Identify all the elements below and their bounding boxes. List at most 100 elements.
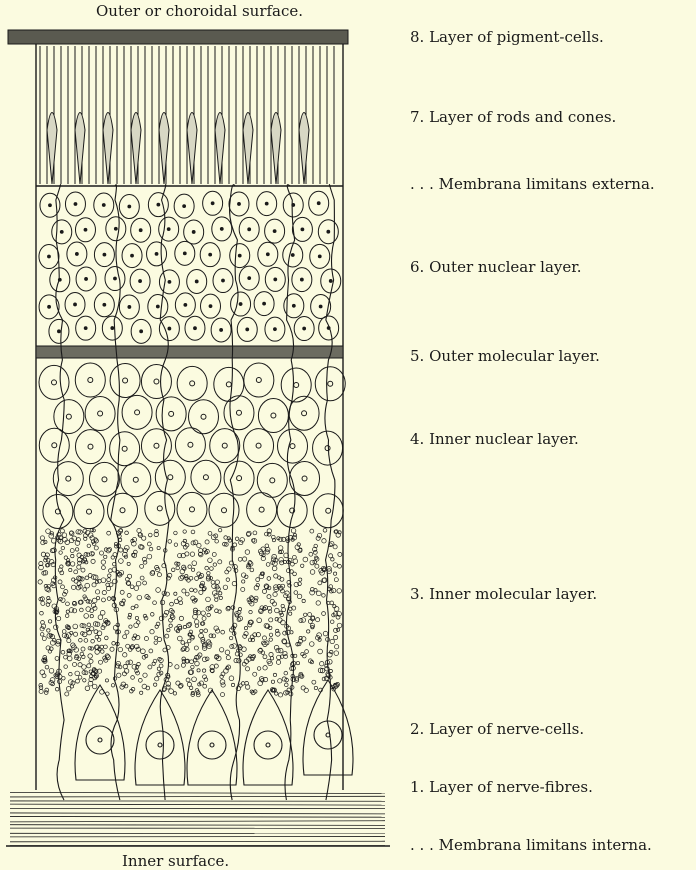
granule bbox=[253, 531, 257, 535]
granule bbox=[309, 642, 314, 647]
granule bbox=[309, 552, 313, 556]
granule bbox=[234, 658, 238, 662]
mueller-fibre bbox=[285, 185, 295, 800]
layer-name: Layer of pigment-cells. bbox=[424, 28, 604, 46]
granule bbox=[248, 623, 252, 627]
nerve-fibre-line bbox=[10, 821, 385, 822]
granule bbox=[157, 573, 161, 577]
inner-nucleus bbox=[224, 461, 254, 495]
inner-surface-caption: Inner surface. bbox=[122, 852, 229, 870]
granule bbox=[267, 595, 271, 599]
granule bbox=[109, 583, 113, 587]
granule bbox=[106, 586, 110, 590]
granule bbox=[210, 567, 214, 571]
granule bbox=[310, 570, 315, 575]
granule bbox=[315, 564, 319, 568]
inner-nucleolus bbox=[52, 380, 57, 385]
layer-name: Layer of rods and cones. bbox=[424, 108, 616, 126]
granule bbox=[282, 608, 286, 612]
granule bbox=[117, 673, 121, 677]
nerve-cell-body bbox=[303, 680, 353, 775]
granule bbox=[329, 554, 333, 558]
inner-nucleolus bbox=[222, 443, 227, 448]
layer-label: 6. Outer nuclear layer. bbox=[410, 258, 582, 276]
inner-nucleus bbox=[210, 429, 240, 463]
nerve-fibre-line bbox=[10, 796, 385, 797]
layer-label: . . . Membrana limitans interna. bbox=[410, 836, 652, 854]
granule bbox=[61, 546, 64, 549]
granule bbox=[337, 623, 342, 628]
granule bbox=[296, 661, 299, 664]
inner-molecular-granules bbox=[38, 528, 342, 697]
granule bbox=[40, 611, 44, 615]
granule bbox=[127, 593, 131, 597]
inner-nucleus bbox=[175, 428, 205, 462]
granule bbox=[92, 598, 97, 603]
granule bbox=[113, 625, 118, 630]
granule bbox=[90, 536, 94, 540]
granule bbox=[67, 656, 72, 661]
granule bbox=[142, 684, 147, 689]
granule bbox=[195, 624, 198, 627]
granule bbox=[86, 607, 91, 612]
granule bbox=[81, 568, 85, 572]
inner-nucleus bbox=[244, 363, 274, 397]
nerve-fibre-layer bbox=[10, 792, 385, 845]
layer-name: Outer nuclear layer. bbox=[424, 258, 581, 276]
granule bbox=[330, 601, 334, 605]
granule bbox=[204, 629, 208, 633]
granule bbox=[49, 668, 54, 673]
granule bbox=[202, 616, 206, 620]
nucleolus bbox=[139, 229, 142, 232]
granule bbox=[207, 571, 210, 574]
granule bbox=[239, 684, 242, 687]
nucleolus bbox=[157, 203, 160, 206]
granule bbox=[123, 635, 127, 639]
granule bbox=[136, 621, 140, 625]
granule bbox=[72, 609, 76, 613]
inner-nucleus bbox=[191, 460, 221, 494]
granule bbox=[64, 655, 68, 659]
granule bbox=[97, 638, 101, 642]
granule bbox=[175, 665, 179, 669]
nerve-cell-nucleolus bbox=[98, 738, 102, 742]
granule bbox=[81, 647, 85, 651]
granule bbox=[85, 686, 90, 691]
granule bbox=[159, 616, 164, 621]
granule bbox=[131, 676, 135, 680]
nucleolus bbox=[291, 254, 294, 257]
granule bbox=[226, 578, 230, 582]
granule bbox=[42, 637, 46, 641]
granule bbox=[85, 576, 89, 580]
granule bbox=[177, 597, 182, 602]
granule bbox=[169, 624, 172, 627]
granule bbox=[186, 678, 190, 682]
granule bbox=[299, 578, 302, 581]
granule bbox=[253, 672, 257, 676]
inner-nucleus bbox=[141, 429, 171, 463]
granule bbox=[95, 590, 99, 594]
inner-nucleolus bbox=[222, 508, 227, 513]
granule bbox=[61, 598, 65, 602]
granule bbox=[45, 688, 49, 692]
granule bbox=[101, 598, 105, 602]
layer-number: 2. bbox=[410, 720, 424, 738]
granule bbox=[72, 662, 76, 666]
granule bbox=[194, 620, 198, 624]
granule bbox=[38, 580, 42, 584]
granule bbox=[84, 614, 89, 619]
granule bbox=[275, 692, 278, 695]
granule bbox=[323, 528, 327, 532]
granule bbox=[159, 664, 163, 668]
layer-number: 8. bbox=[410, 28, 424, 46]
layer-name: Layer of nerve-cells. bbox=[424, 720, 584, 738]
nucleolus bbox=[266, 253, 269, 256]
nucleolus bbox=[139, 280, 142, 283]
granule bbox=[208, 558, 213, 563]
granule bbox=[227, 567, 231, 571]
inner-nucleolus bbox=[256, 378, 261, 383]
inner-nucleolus bbox=[270, 478, 275, 483]
granule bbox=[320, 661, 324, 665]
nerve-cell-nucleus bbox=[198, 731, 226, 759]
inner-nucleus bbox=[177, 366, 207, 400]
